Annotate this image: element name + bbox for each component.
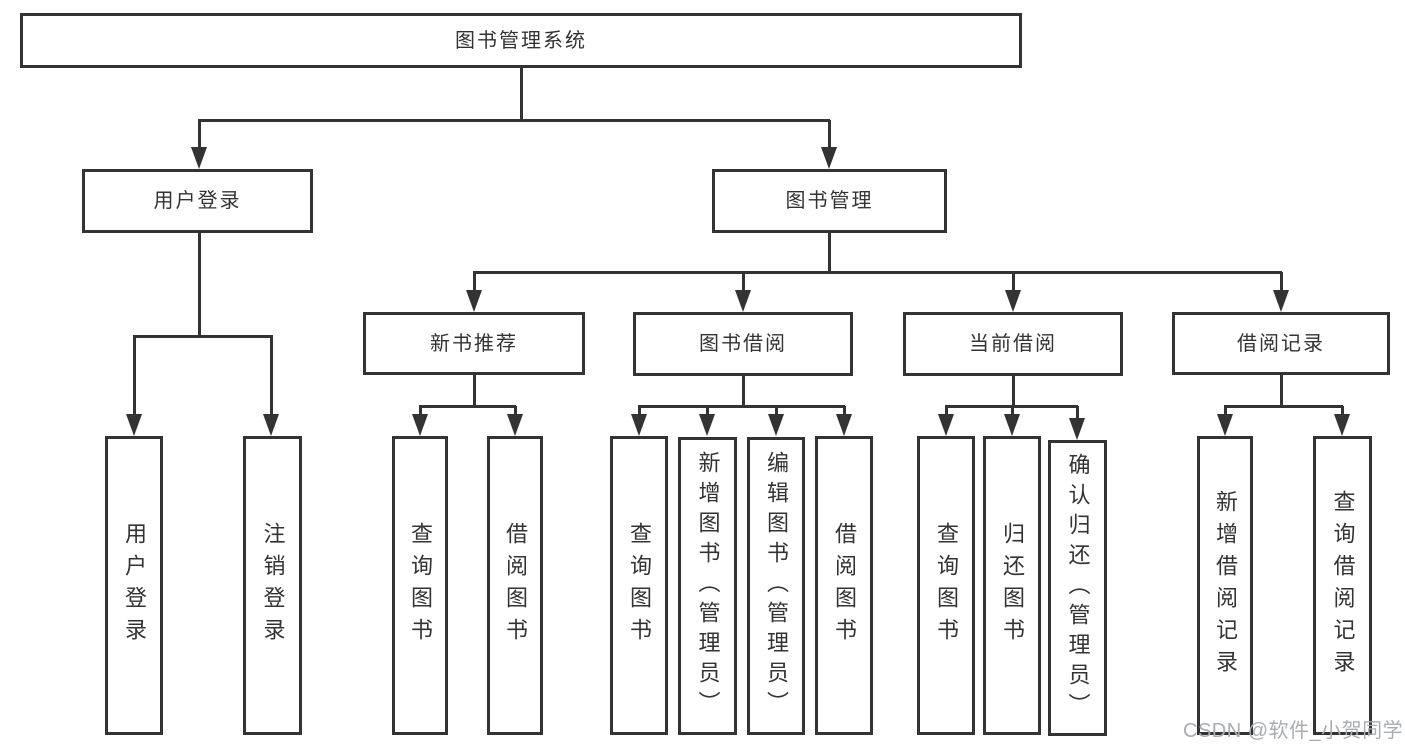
arrow-down-icon: [1004, 406, 1020, 436]
connector-line: [638, 405, 845, 408]
arrow-down-icon: [1217, 406, 1233, 436]
node-library-system: 图书管理系统: [20, 13, 1022, 68]
arrow-down-icon: [1069, 406, 1085, 440]
connector-line: [828, 233, 831, 273]
leaf-user-login: 用户登录: [105, 436, 163, 735]
connector-line: [419, 405, 516, 408]
connector-line: [198, 233, 201, 337]
arrow-down-icon: [412, 406, 428, 436]
arrow-down-icon: [1273, 272, 1289, 312]
node-book-management: 图书管理: [712, 169, 947, 233]
connector-line: [473, 271, 1282, 274]
arrow-down-icon: [1005, 272, 1021, 312]
leaf-records-query-record: 查询借阅记录: [1313, 436, 1372, 735]
arrow-down-icon: [191, 120, 207, 169]
arrow-down-icon: [821, 120, 837, 169]
node-new-book-recommend: 新书推荐: [363, 312, 585, 375]
connector-line: [1012, 375, 1015, 407]
leaf-current-confirm-return-admin: 确认归还（管理员）: [1048, 440, 1107, 736]
arrow-down-icon: [735, 272, 751, 312]
leaf-borrow-edit-books-admin: 编辑图书（管理员）: [747, 437, 805, 735]
arrow-down-icon: [768, 406, 784, 436]
connector-line: [742, 375, 745, 407]
connector-line: [473, 374, 476, 407]
leaf-borrow-borrow-books: 借阅图书: [815, 436, 873, 735]
node-borrowing-records: 借阅记录: [1172, 312, 1390, 375]
connector-line: [133, 335, 273, 338]
arrow-down-icon: [1334, 406, 1350, 436]
arrow-down-icon: [126, 337, 142, 436]
leaf-logout: 注销登录: [243, 436, 302, 735]
arrow-down-icon: [631, 406, 647, 436]
arrow-down-icon: [263, 337, 279, 436]
arrow-down-icon: [938, 406, 954, 436]
leaf-current-return-books: 归还图书: [983, 436, 1041, 735]
leaf-borrow-add-books-admin: 新增图书（管理员）: [678, 437, 737, 735]
leaf-current-query-books: 查询图书: [917, 436, 975, 735]
watermark: CSDN @软件_小贺同学: [1183, 720, 1404, 742]
node-book-borrowing: 图书借阅: [633, 312, 853, 376]
connector-line: [520, 68, 523, 121]
connector-line: [1280, 374, 1283, 407]
connector-line: [198, 119, 830, 122]
node-user-login: 用户登录: [82, 169, 313, 233]
connector-line: [1224, 405, 1343, 408]
leaf-borrow-query-books: 查询图书: [610, 436, 668, 735]
leaf-recommend-borrow-books: 借阅图书: [487, 436, 543, 735]
arrow-down-icon: [699, 406, 715, 436]
arrow-down-icon: [466, 272, 482, 312]
arrow-down-icon: [836, 406, 852, 436]
node-current-borrowing: 当前借阅: [903, 312, 1123, 376]
arrow-down-icon: [507, 406, 523, 436]
leaf-records-add-record: 新增借阅记录: [1197, 436, 1253, 735]
leaf-recommend-query-books: 查询图书: [392, 436, 448, 735]
